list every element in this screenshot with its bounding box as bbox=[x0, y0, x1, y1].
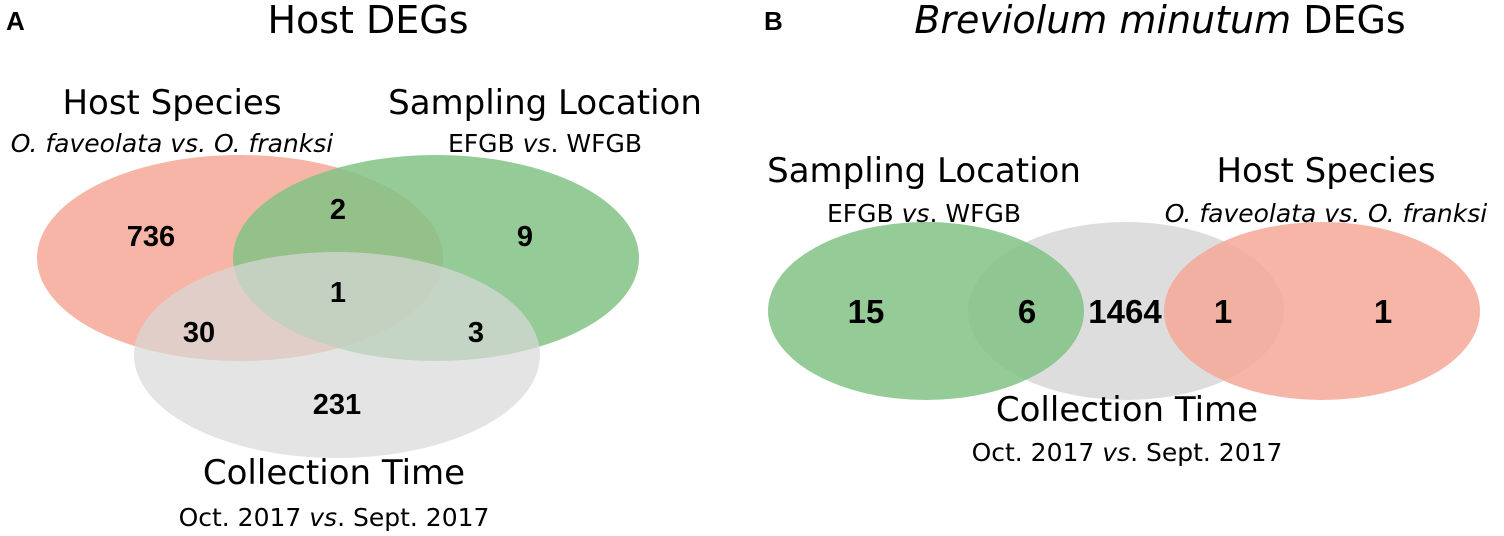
panel-a-host-subtitle: O. faveolata vs. O. franksi bbox=[11, 129, 334, 158]
panel-b-location-label: Sampling Location bbox=[767, 151, 1081, 191]
panel-a-count-host-location: 2 bbox=[330, 194, 346, 226]
panel-a: A Host DEGs Host Species O. faveolata vs… bbox=[6, 0, 702, 532]
panel-b-count-host-only: 1 bbox=[1374, 293, 1392, 330]
panel-a-time-label: Collection Time bbox=[203, 453, 465, 493]
panel-a-count-all-three: 1 bbox=[330, 277, 346, 309]
panel-a-letter: A bbox=[6, 6, 25, 36]
panel-b: B Breviolum minutum DEGs Sampling Locati… bbox=[764, 0, 1487, 467]
panel-b-time-subtitle: Oct. 2017 vs. Sept. 2017 bbox=[972, 438, 1283, 467]
panel-b-host-label: Host Species bbox=[1216, 151, 1435, 191]
panel-b-host-subtitle: O. faveolata vs. O. franksi bbox=[1165, 199, 1488, 228]
panel-a-host-label: Host Species bbox=[62, 83, 281, 123]
panel-b-host-ellipse bbox=[1164, 222, 1480, 400]
panel-a-count-host-time: 30 bbox=[183, 317, 215, 349]
panel-b-title: Breviolum minutum DEGs bbox=[914, 0, 1405, 42]
panel-a-time-subtitle: Oct. 2017 vs. Sept. 2017 bbox=[179, 503, 490, 532]
panel-b-location-subtitle: EFGB vs. WFGB bbox=[827, 199, 1021, 228]
panel-b-count-location-only: 15 bbox=[848, 293, 885, 330]
panel-b-time-label: Collection Time bbox=[996, 390, 1258, 430]
panel-a-title: Host DEGs bbox=[267, 0, 468, 42]
panel-b-count-time-host: 1 bbox=[1214, 293, 1232, 330]
panel-b-count-time-only: 1464 bbox=[1088, 293, 1162, 330]
panel-a-count-location-only: 9 bbox=[517, 221, 533, 253]
panel-b-count-location-time: 6 bbox=[1018, 293, 1036, 330]
panel-b-letter: B bbox=[764, 6, 783, 36]
panel-a-location-label: Sampling Location bbox=[388, 83, 702, 123]
panel-a-count-host-only: 736 bbox=[127, 221, 175, 253]
panel-a-location-subtitle: EFGB vs. WFGB bbox=[448, 129, 642, 158]
panel-a-count-time-only: 231 bbox=[313, 389, 361, 421]
panel-a-count-location-time: 3 bbox=[468, 317, 484, 349]
panel-a-time-ellipse bbox=[134, 252, 540, 458]
panel-b-location-ellipse bbox=[768, 222, 1084, 400]
